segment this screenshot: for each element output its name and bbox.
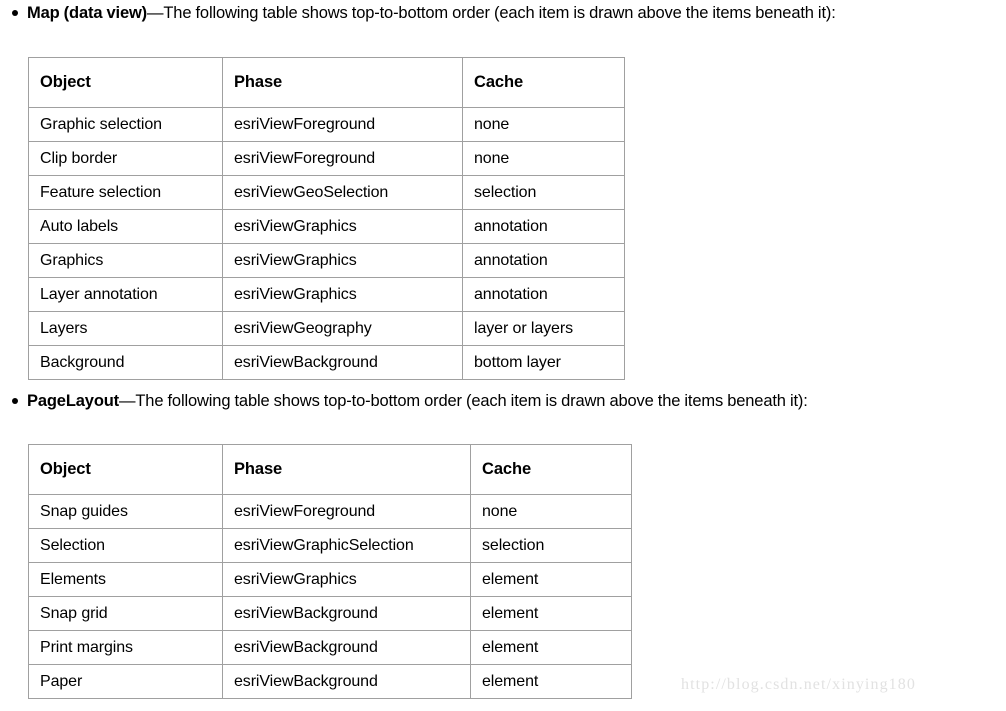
cell-phase: esriViewBackground bbox=[222, 630, 471, 665]
cell-object: Print margins bbox=[28, 630, 223, 665]
watermark-url: http://blog.csdn.net/xinying180 bbox=[681, 676, 916, 693]
pagelayout-layer-order-table: Object Phase Cache Snap guides esriViewF… bbox=[28, 444, 632, 699]
cell-cache: element bbox=[470, 562, 632, 597]
cell-object: Elements bbox=[28, 562, 223, 597]
bullet-rest-map: —The following table shows top-to-bottom… bbox=[147, 4, 836, 22]
cell-cache: selection bbox=[462, 175, 625, 210]
cell-object: Feature selection bbox=[28, 175, 223, 210]
cell-cache: selection bbox=[470, 528, 632, 563]
bullet-dot-icon bbox=[12, 10, 18, 16]
column-header-phase: Phase bbox=[222, 57, 463, 108]
bullet-rest-pagelayout: —The following table shows top-to-bottom… bbox=[119, 392, 808, 410]
cell-cache: bottom layer bbox=[462, 345, 625, 380]
bullet-text-map: Map (data view)—The following table show… bbox=[27, 2, 983, 24]
cell-cache: element bbox=[470, 596, 632, 631]
cell-phase: esriViewGraphics bbox=[222, 277, 463, 312]
column-header-object: Object bbox=[28, 57, 223, 108]
table-row: Print margins esriViewBackground element bbox=[28, 630, 632, 665]
cell-cache: element bbox=[470, 664, 632, 699]
table-row: Snap grid esriViewBackground element bbox=[28, 596, 632, 631]
cell-object: Snap grid bbox=[28, 596, 223, 631]
table-row: Background esriViewBackground bottom lay… bbox=[28, 345, 625, 380]
bullet-lead-map: Map (data view) bbox=[27, 4, 148, 22]
cell-phase: esriViewForeground bbox=[222, 141, 463, 176]
table-row: Snap guides esriViewForeground none bbox=[28, 494, 632, 529]
cell-object: Snap guides bbox=[28, 494, 223, 529]
cell-cache: annotation bbox=[462, 277, 625, 312]
table-row: Paper esriViewBackground element bbox=[28, 664, 632, 699]
cell-object: Selection bbox=[28, 528, 223, 563]
cell-cache: none bbox=[462, 107, 625, 142]
cell-cache: none bbox=[470, 494, 632, 529]
cell-object: Paper bbox=[28, 664, 223, 699]
cell-cache: annotation bbox=[462, 209, 625, 244]
table-row: Layer annotation esriViewGraphics annota… bbox=[28, 277, 625, 312]
bullet-lead-pagelayout: PageLayout bbox=[27, 392, 120, 410]
cell-phase: esriViewForeground bbox=[222, 494, 471, 529]
cell-object: Layers bbox=[28, 311, 223, 346]
bullet-text-pagelayout: PageLayout—The following table shows top… bbox=[27, 390, 983, 412]
cell-cache: annotation bbox=[462, 243, 625, 278]
cell-phase: esriViewGraphics bbox=[222, 243, 463, 278]
cell-phase: esriViewGraphicSelection bbox=[222, 528, 471, 563]
column-header-cache: Cache bbox=[470, 444, 632, 495]
cell-phase: esriViewGeography bbox=[222, 311, 463, 346]
column-header-object: Object bbox=[28, 444, 223, 495]
table-row: Selection esriViewGraphicSelection selec… bbox=[28, 528, 632, 563]
cell-object: Graphic selection bbox=[28, 107, 223, 142]
cell-phase: esriViewBackground bbox=[222, 345, 463, 380]
cell-phase: esriViewBackground bbox=[222, 596, 471, 631]
cell-phase: esriViewGeoSelection bbox=[222, 175, 463, 210]
table-row: Feature selection esriViewGeoSelection s… bbox=[28, 175, 625, 210]
table-row: Elements esriViewGraphics element bbox=[28, 562, 632, 597]
column-header-cache: Cache bbox=[462, 57, 625, 108]
table-row: Clip border esriViewForeground none bbox=[28, 141, 625, 176]
cell-phase: esriViewBackground bbox=[222, 664, 471, 699]
cell-object: Background bbox=[28, 345, 223, 380]
table-row: Auto labels esriViewGraphics annotation bbox=[28, 209, 625, 244]
cell-object: Clip border bbox=[28, 141, 223, 176]
table-row: Graphic selection esriViewForeground non… bbox=[28, 107, 625, 142]
map-layer-order-table: Object Phase Cache Graphic selection esr… bbox=[28, 57, 625, 380]
table-header-row: Object Phase Cache bbox=[28, 444, 632, 495]
cell-object: Layer annotation bbox=[28, 277, 223, 312]
cell-cache: element bbox=[470, 630, 632, 665]
cell-phase: esriViewForeground bbox=[222, 107, 463, 142]
cell-cache: layer or layers bbox=[462, 311, 625, 346]
cell-phase: esriViewGraphics bbox=[222, 562, 471, 597]
cell-object: Auto labels bbox=[28, 209, 223, 244]
cell-object: Graphics bbox=[28, 243, 223, 278]
cell-phase: esriViewGraphics bbox=[222, 209, 463, 244]
bullet-paragraph-pagelayout: PageLayout—The following table shows top… bbox=[8, 390, 983, 412]
bullet-dot-icon bbox=[12, 398, 18, 404]
bullet-paragraph-map: Map (data view)—The following table show… bbox=[8, 2, 983, 24]
cell-cache: none bbox=[462, 141, 625, 176]
column-header-phase: Phase bbox=[222, 444, 471, 495]
table-header-row: Object Phase Cache bbox=[28, 57, 625, 108]
table-row: Graphics esriViewGraphics annotation bbox=[28, 243, 625, 278]
table-row: Layers esriViewGeography layer or layers bbox=[28, 311, 625, 346]
